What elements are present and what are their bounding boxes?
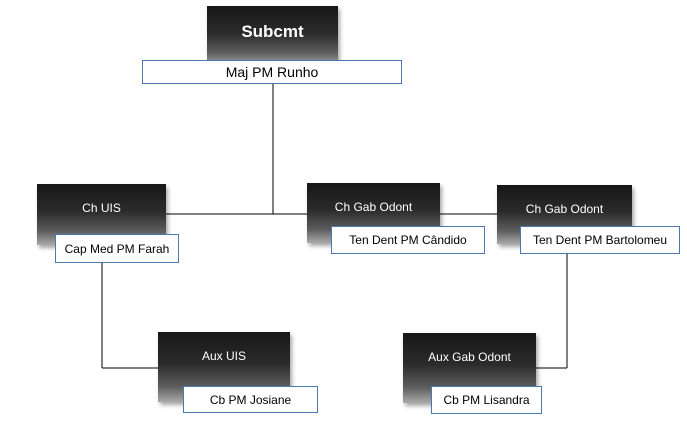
role-box-subcmt: Subcmt bbox=[207, 6, 338, 66]
role-title-ch-gab-odont-1: Ch Gab Odont bbox=[334, 200, 413, 214]
role-title-ch-uis: Ch UIS bbox=[82, 201, 121, 215]
name-label-lisandra: Cb PM Lisandra bbox=[443, 393, 530, 407]
name-box-candido: Ten Dent PM Cândido bbox=[331, 226, 485, 254]
name-label-runho: Maj PM Runho bbox=[225, 64, 319, 80]
name-label-candido: Ten Dent PM Cândido bbox=[349, 233, 467, 247]
role-title-subcmt: Subcmt bbox=[241, 22, 304, 41]
name-label-farah: Cap Med PM Farah bbox=[64, 241, 170, 256]
name-box-runho: Maj PM Runho bbox=[142, 60, 402, 84]
name-box-lisandra: Cb PM Lisandra bbox=[431, 386, 542, 414]
role-title-aux-uis: Aux UIS bbox=[201, 349, 246, 363]
name-label-josiane: Cb PM Josiane bbox=[209, 392, 292, 407]
name-label-bartolomeu: Ten Dent PM Bartolomeu bbox=[532, 233, 668, 247]
role-title-ch-gab-odont-2: Ch Gab Odont bbox=[525, 202, 604, 216]
name-box-bartolomeu: Ten Dent PM Bartolomeu bbox=[520, 226, 680, 254]
name-box-farah: Cap Med PM Farah bbox=[55, 234, 179, 263]
role-title-aux-gab-odont: Aux Gab Odont bbox=[428, 350, 511, 364]
name-box-josiane: Cb PM Josiane bbox=[183, 386, 318, 413]
